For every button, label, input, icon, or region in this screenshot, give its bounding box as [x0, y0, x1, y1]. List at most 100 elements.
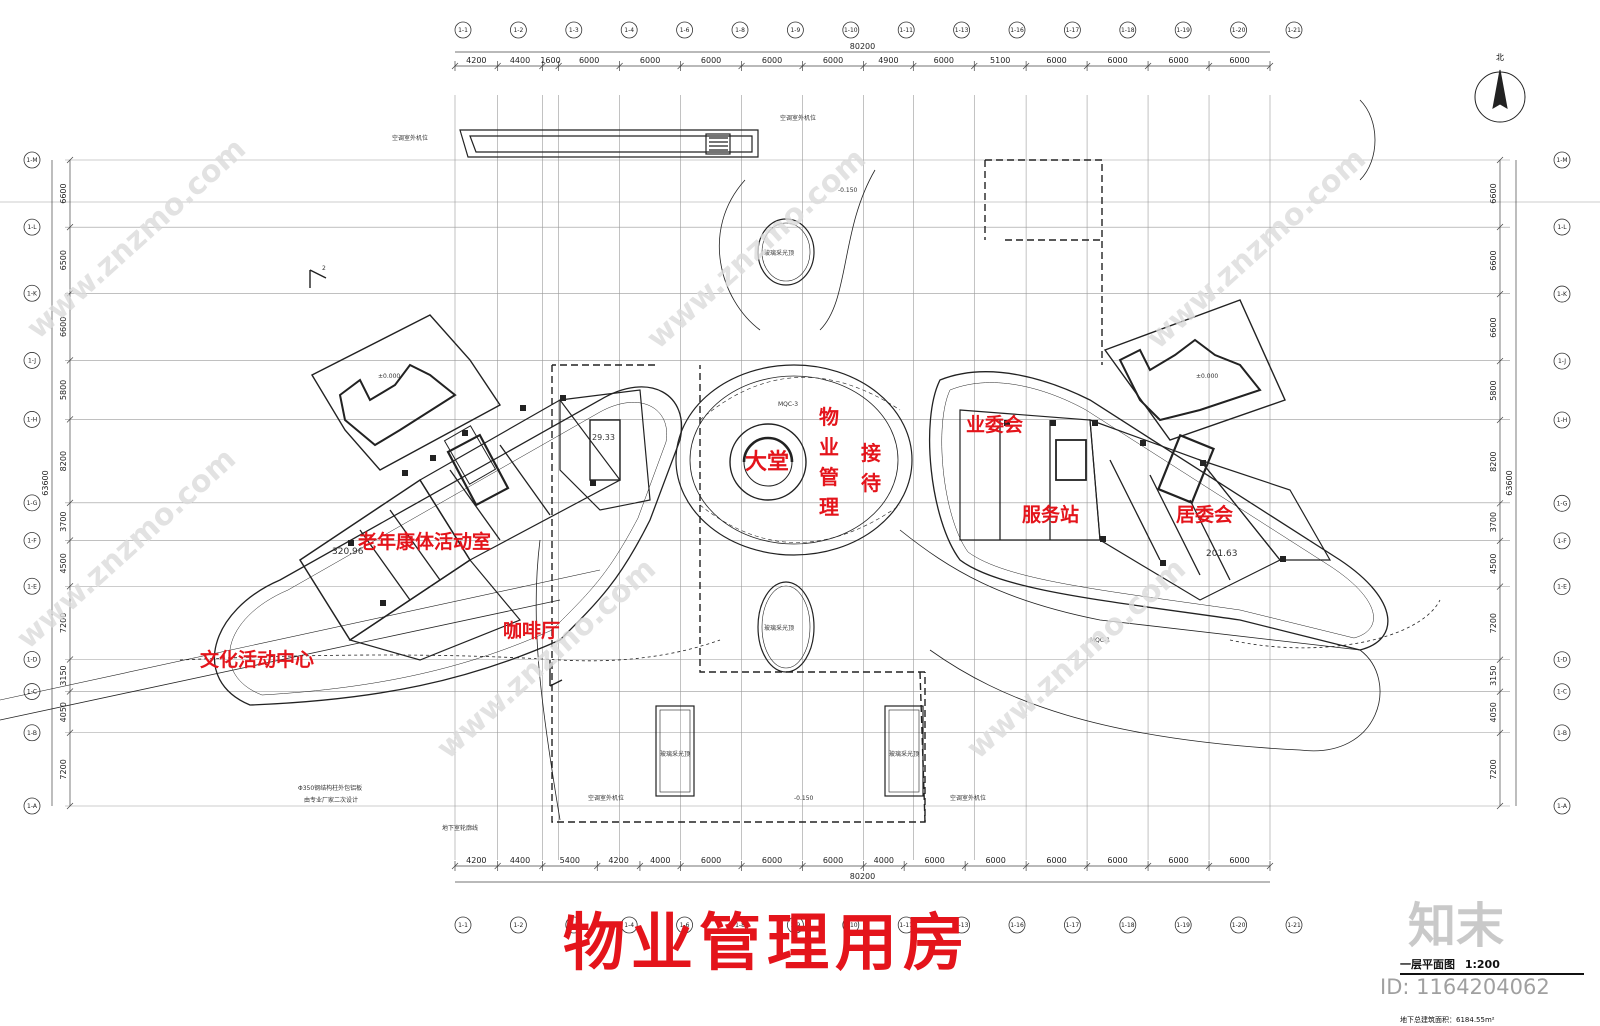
label-senior-fitness: 老年康体活动室 [358, 531, 492, 553]
top-axis-bubble [510, 21, 527, 39]
left-dim-3: 5800 [59, 380, 68, 400]
bottom-dim-2: 5400 [560, 856, 580, 865]
top-axis-bubble [565, 21, 583, 39]
bottom-dim-4: 4000 [650, 856, 670, 865]
bottom-axis-label: 1-13 [955, 922, 969, 929]
top-axis-bubble [1119, 21, 1137, 39]
label-property-management: 物业管理 [819, 405, 839, 519]
label-owners-committee: 业委会 [966, 414, 1024, 436]
right-axis-bubble [1553, 797, 1571, 815]
right-dim-8: 3150 [1489, 666, 1498, 686]
site-curves [0, 99, 1441, 821]
left-axis-bubble [23, 797, 41, 815]
area-small: 29.33 [592, 433, 615, 442]
top-dim-9: 6000 [934, 56, 954, 65]
axis-bubbles-right: 1-M1-L1-K1-J1-H1-G1-F1-E1-D1-C1-B1-A [1553, 151, 1571, 815]
underground-area: 地下总建筑面积：6184.55m² [1400, 1016, 1495, 1024]
basement-line-note: 地下室轮廓线 [442, 824, 478, 832]
bottom-dim-7: 6000 [823, 856, 843, 865]
wall-code-mqc3: MQC-3 [778, 401, 798, 408]
bottom-axis-label: 1-6 [680, 922, 690, 929]
page-title: 物业管理用房 [563, 906, 972, 979]
bottom-axis-bubble [1119, 916, 1137, 934]
right-axis-bubble [1553, 352, 1571, 370]
top-dim-0: 4200 [466, 56, 486, 65]
left-axis-bubble [23, 651, 41, 668]
left-axis-label: 1-M [26, 157, 37, 164]
top-axis-bubble [1174, 21, 1192, 39]
image-id: ID: 1164204062 [1380, 975, 1550, 999]
left-axis-bubble [23, 532, 41, 549]
top-dim-10: 5100 [990, 56, 1010, 65]
top-axis-bubble [676, 21, 693, 39]
top-axis-bubble [842, 21, 860, 39]
bottom-axis-bubble [842, 916, 860, 934]
bottom-axis-label: 1-21 [1287, 922, 1301, 929]
top-axis-label: 1-8 [735, 27, 745, 34]
bottom-dim-3: 4200 [608, 856, 628, 865]
bottom-dim-1: 4400 [510, 856, 530, 865]
right-dim-5: 3700 [1489, 512, 1498, 532]
left-dim-7: 7200 [59, 613, 68, 633]
top-dim-8: 4900 [878, 56, 898, 65]
bottom-total: 80200 [850, 872, 875, 881]
left-axis-label: 1-A [27, 803, 38, 810]
top-axis-label: 1-1 [458, 27, 468, 34]
bottom-axis-label: 1-16 [1010, 922, 1024, 929]
right-axis-label: 1-D [1557, 657, 1568, 664]
bottom-axis-label: 1-2 [513, 922, 523, 929]
top-dim-5: 6000 [701, 56, 721, 65]
bottom-axis-label: 1-19 [1176, 922, 1190, 929]
bottom-dim-8: 4000 [874, 856, 894, 865]
top-dim-4: 6000 [640, 56, 660, 65]
top-axis-label: 1-4 [624, 27, 634, 34]
level-top: -0.150 [838, 187, 858, 194]
bottom-dim-11: 6000 [1046, 856, 1066, 865]
axis-grid-lines [0, 95, 1600, 860]
bottom-axis-bubble [1064, 916, 1081, 934]
right-dim-3: 5800 [1489, 380, 1498, 400]
left-dim-5: 3700 [59, 511, 68, 531]
right-axis-bubble [1553, 651, 1571, 669]
top-dim-14: 6000 [1229, 56, 1249, 65]
label-cultural-center: 文化活动中心 [200, 649, 315, 671]
bottom-axis-label: 1-17 [1066, 922, 1080, 929]
left-dim-10: 7200 [59, 759, 68, 779]
right-axis-bubble [1553, 285, 1571, 303]
right-dim-1: 6600 [1489, 250, 1498, 270]
right-axis-label: 1-E [1557, 584, 1567, 591]
top-axis-bubble [1064, 21, 1081, 39]
label-lobby: 大堂 [745, 450, 790, 475]
top-dim-13: 6000 [1168, 56, 1188, 65]
bottom-dim-14: 6000 [1229, 856, 1249, 865]
right-axis-bubble [1553, 578, 1571, 596]
bottom-axis-label: 1-9 [790, 922, 800, 929]
drawing-title-row: 一层平面图 1:200 [1400, 956, 1584, 975]
left-axis-bubble [23, 218, 41, 236]
bottom-axis-label: 1-4 [624, 922, 634, 929]
bottom-dim-0: 4200 [466, 856, 486, 865]
left-axis-label: 1-H [27, 416, 38, 423]
bottom-axis-bubble [1285, 916, 1303, 934]
bottom-axis-bubble [454, 916, 472, 934]
right-axis-bubble [1553, 151, 1571, 169]
drawing-title: 一层平面图 [1400, 958, 1455, 971]
right-dim-9: 4050 [1489, 702, 1498, 722]
bottom-axis-bubble [787, 916, 804, 934]
right-wing-fill [1004, 420, 1286, 566]
label-service-station: 服务站 [1022, 504, 1080, 526]
bottom-axis-bubble [731, 916, 749, 934]
skylights [655, 218, 924, 797]
left-wing-fill [348, 395, 596, 606]
top-dim-7: 6000 [823, 56, 843, 65]
left-dim-8: 3150 [59, 665, 68, 685]
bottom-dim-10: 6000 [985, 856, 1005, 865]
left-dim-9: 4050 [59, 702, 68, 722]
right-axis-label: 1-G [1557, 500, 1568, 507]
top-dim-11: 6000 [1046, 56, 1066, 65]
right-axis-label: 1-H [1557, 417, 1568, 424]
left-axis-bubble [23, 494, 41, 512]
right-axis-label: 1-L [1557, 224, 1567, 231]
bottom-axis-label: 1-10 [844, 922, 858, 929]
left-axis-bubble [23, 284, 41, 302]
